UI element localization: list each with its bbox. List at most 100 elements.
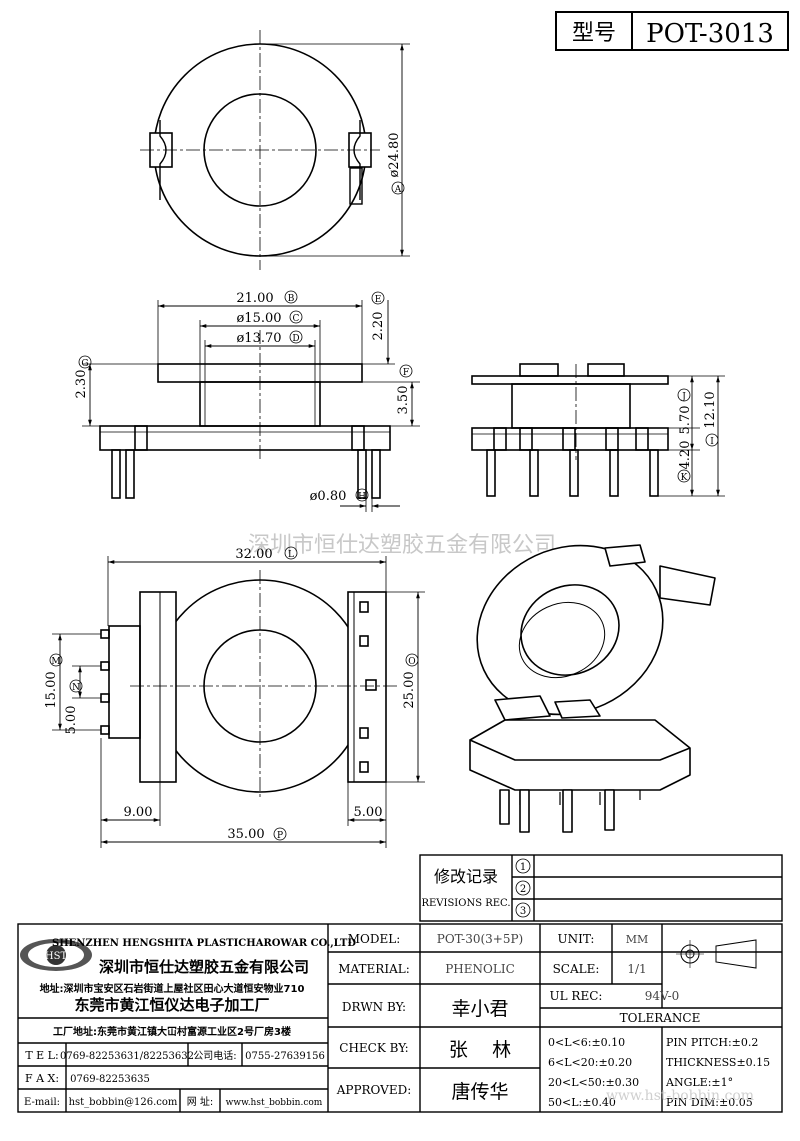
tag-d: D [289,330,303,344]
tag-f: F [399,364,413,378]
tolerance-extra: THICKNESS±0.15 [666,1056,770,1069]
drawn-value: 幸小君 [451,998,508,1020]
svg-text:K: K [681,473,688,483]
watermark-url: www.hst-bobbin.com [606,1088,754,1104]
svg-text:L: L [288,550,294,560]
tolerance-row: 20<L<50:±0.30 [548,1076,639,1089]
svg-text:B: B [288,294,295,304]
check-value: 张 林 [449,1039,511,1061]
projection-symbol-icon [676,939,757,969]
tolerance-row: 6<L<20:±0.20 [548,1056,632,1069]
scale-label: SCALE: [553,962,600,976]
tag-c: C [289,310,303,324]
tag-e: E [371,291,385,305]
dim-12-10: 12.10 [703,391,718,428]
dim-dia-13-70: ø13.70 [236,331,281,346]
revision-row: 2 [515,880,531,896]
ulrec-label: UL REC: [550,989,603,1003]
tag-a: A [391,181,405,195]
svg-text:I: I [710,437,714,447]
tag-i: I [705,433,719,447]
svg-text:O: O [408,657,415,667]
revisions-table [419,854,783,922]
company-name-en: SHENZHEN HENGSHITA PLASTICHAROWAR CO.,LT… [52,938,356,949]
svg-text:3: 3 [520,906,526,917]
svg-text:M: M [51,657,60,667]
company-tel-label: 公司电话: [193,1049,236,1062]
fax-label: F A X: [25,1072,59,1085]
tolerance-row: 50<L:±0.40 [548,1096,616,1109]
tolerance-label: TOLERANCE [620,1011,701,1025]
svg-text:G: G [81,359,88,369]
svg-text:D: D [292,334,299,344]
svg-text:1: 1 [520,862,526,873]
tag-k: K [677,469,691,483]
svg-text:C: C [293,314,300,324]
dim-15-00-pins: 15.00 [44,671,59,708]
ulrec-value: 94V-0 [645,989,680,1003]
watermark-text: 深圳市恒仕达塑胶五金有限公司 [248,533,556,558]
dim-25-00: 25.00 [402,671,417,708]
company-name-cn: 深圳市恒仕达塑胶五金有限公司 [99,958,309,976]
factory-address: 工厂地址:东莞市黄江镇大冚村富源工业区2号厂房3楼 [53,1025,291,1038]
check-label: CHECK BY: [339,1041,408,1055]
unit-label: UNIT: [558,932,595,946]
type-label: 型号 [572,21,616,46]
approved-value: 唐传华 [451,1081,508,1103]
tolerance-extra: PIN PITCH:±0.2 [666,1036,758,1049]
tag-j: J [677,388,691,402]
tag-g: G [78,355,92,369]
dim-2-30: 2.30 [74,370,89,399]
approved-label: APPROVED: [336,1083,412,1097]
tel-label: T E L: [25,1049,58,1062]
title-block [17,923,783,1113]
unit-value: MM [626,933,649,946]
factory-name: 东莞市黄江恒仪达电子加工厂 [74,996,269,1014]
dim-4-20: 4.20 [678,441,693,470]
model-number: POT-3013 [646,19,774,49]
dim-9-00: 9.00 [124,805,153,820]
web-value: www.hst_bobbin.com [226,1098,323,1108]
svg-text:H: H [358,492,366,502]
tolerance-extra: ANGLE:±1° [665,1076,733,1089]
dim-5-00-flange: 5.00 [354,805,383,820]
front-view [82,300,420,512]
side-view [471,363,725,497]
email-label: E-mail: [24,1097,60,1108]
tolerance-row: 0<L<6:±0.10 [548,1036,625,1049]
svg-text:N: N [72,683,80,693]
top-view [140,30,410,270]
dim-pin-dia-0-80: ø0.80 [310,489,347,504]
tag-b: B [284,290,298,304]
tag-p: P [273,827,287,841]
scale-value: 1/1 [627,962,646,976]
svg-text:P: P [277,831,283,841]
dim-5-00-pitch: 5.00 [64,706,79,735]
tag-h: H [355,488,369,502]
fax-value: 0769-82253635 [70,1074,150,1085]
tolerance-extra: PIN DIM:±0.05 [666,1096,753,1109]
company-address: 地址:深圳市宝安区石岩街道上屋社区田心大道恒安物业710 [40,982,305,995]
drawn-label: DRWN BY: [342,1000,406,1014]
material-value: PHENOLIC [445,962,515,976]
dim-dia-24-80: ø24.80 [387,132,402,177]
dim-3-50: 3.50 [396,386,411,415]
dim-32-00: 32.00 [235,547,272,562]
svg-text:2: 2 [520,884,526,895]
web-label: 网 址: [187,1095,214,1108]
revisions-title: 修改记录 [434,867,498,886]
model-header: 型号 POT-3013 [555,11,789,51]
revision-row: 1 [515,858,531,874]
model-value: POT-30(3+5P) [437,932,523,946]
tag-n: N [69,679,83,693]
dim-35-00: 35.00 [227,827,264,842]
tag-m: M [49,653,63,667]
svg-text:F: F [403,368,409,378]
material-label: MATERIAL: [338,962,410,976]
company-tel-value: 0755-27639156 [245,1051,325,1062]
tel-value: 0769-82253631/82253632 [60,1051,194,1062]
revision-row: 3 [515,902,531,918]
dim-dia-15-00: ø15.00 [236,311,281,326]
isometric-view [469,544,716,833]
